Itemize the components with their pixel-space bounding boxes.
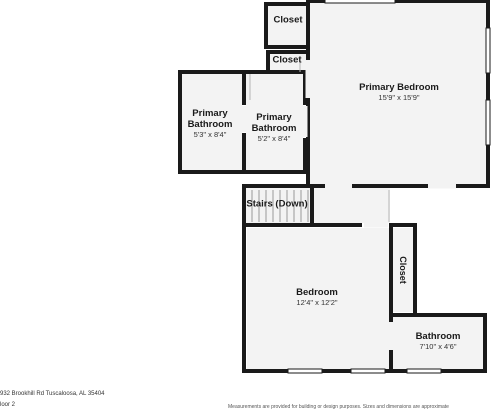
room-name: Closet — [398, 256, 408, 284]
room-bedroom: Bedroom 12'4" x 12'2" — [296, 287, 338, 308]
room-primary-bathroom-left: Primary Bathroom 5'3" x 8'4" — [187, 107, 233, 139]
room-name-line2: Bathroom — [187, 118, 233, 130]
room-name: Closet — [273, 14, 303, 26]
room-dims: 7'10" x 4'6" — [419, 342, 457, 352]
room-dims: 5'2" x 8'4" — [257, 133, 291, 143]
room-closet-top: Closet — [273, 14, 303, 27]
stairs-treads — [251, 190, 309, 222]
room-dims: 15'9" x 15'9" — [378, 93, 420, 103]
room-name-line1: Primary — [256, 111, 292, 123]
footer-floor: loor 2 — [0, 402, 16, 408]
room-primary-bedroom: Primary Bedroom 15'9" x 15'9" — [359, 82, 439, 103]
footer-address: 932 Brookhill Rd Tuscaloosa, AL 35404 — [0, 391, 105, 397]
room-dims: 12'4" x 12'2" — [296, 298, 338, 308]
room-name-line2: Bathroom — [251, 122, 297, 134]
room-name-line1: Primary — [192, 107, 228, 119]
room-closet-mid: Closet — [272, 54, 302, 67]
room-closet-right: Closet — [398, 256, 408, 284]
footer-disclaimer: Measurements are provided for building o… — [228, 404, 449, 410]
room-bathroom: Bathroom 7'10" x 4'6" — [415, 331, 461, 352]
room-primary-bathroom-right: Primary Bathroom 5'2" x 8'4" — [251, 111, 297, 143]
room-name: Stairs (Down) — [246, 198, 308, 210]
floor-fills — [182, 2, 488, 369]
room-name: Bedroom — [296, 287, 338, 299]
windows — [287, 0, 491, 374]
room-dims: 5'3" x 8'4" — [193, 129, 227, 139]
room-name: Closet — [272, 54, 302, 66]
door-openings — [241, 60, 456, 350]
room-stairs: Stairs (Down) — [246, 198, 308, 211]
room-name: Primary Bedroom — [359, 82, 439, 94]
room-name: Bathroom — [415, 331, 461, 343]
door-lines — [249, 60, 390, 222]
